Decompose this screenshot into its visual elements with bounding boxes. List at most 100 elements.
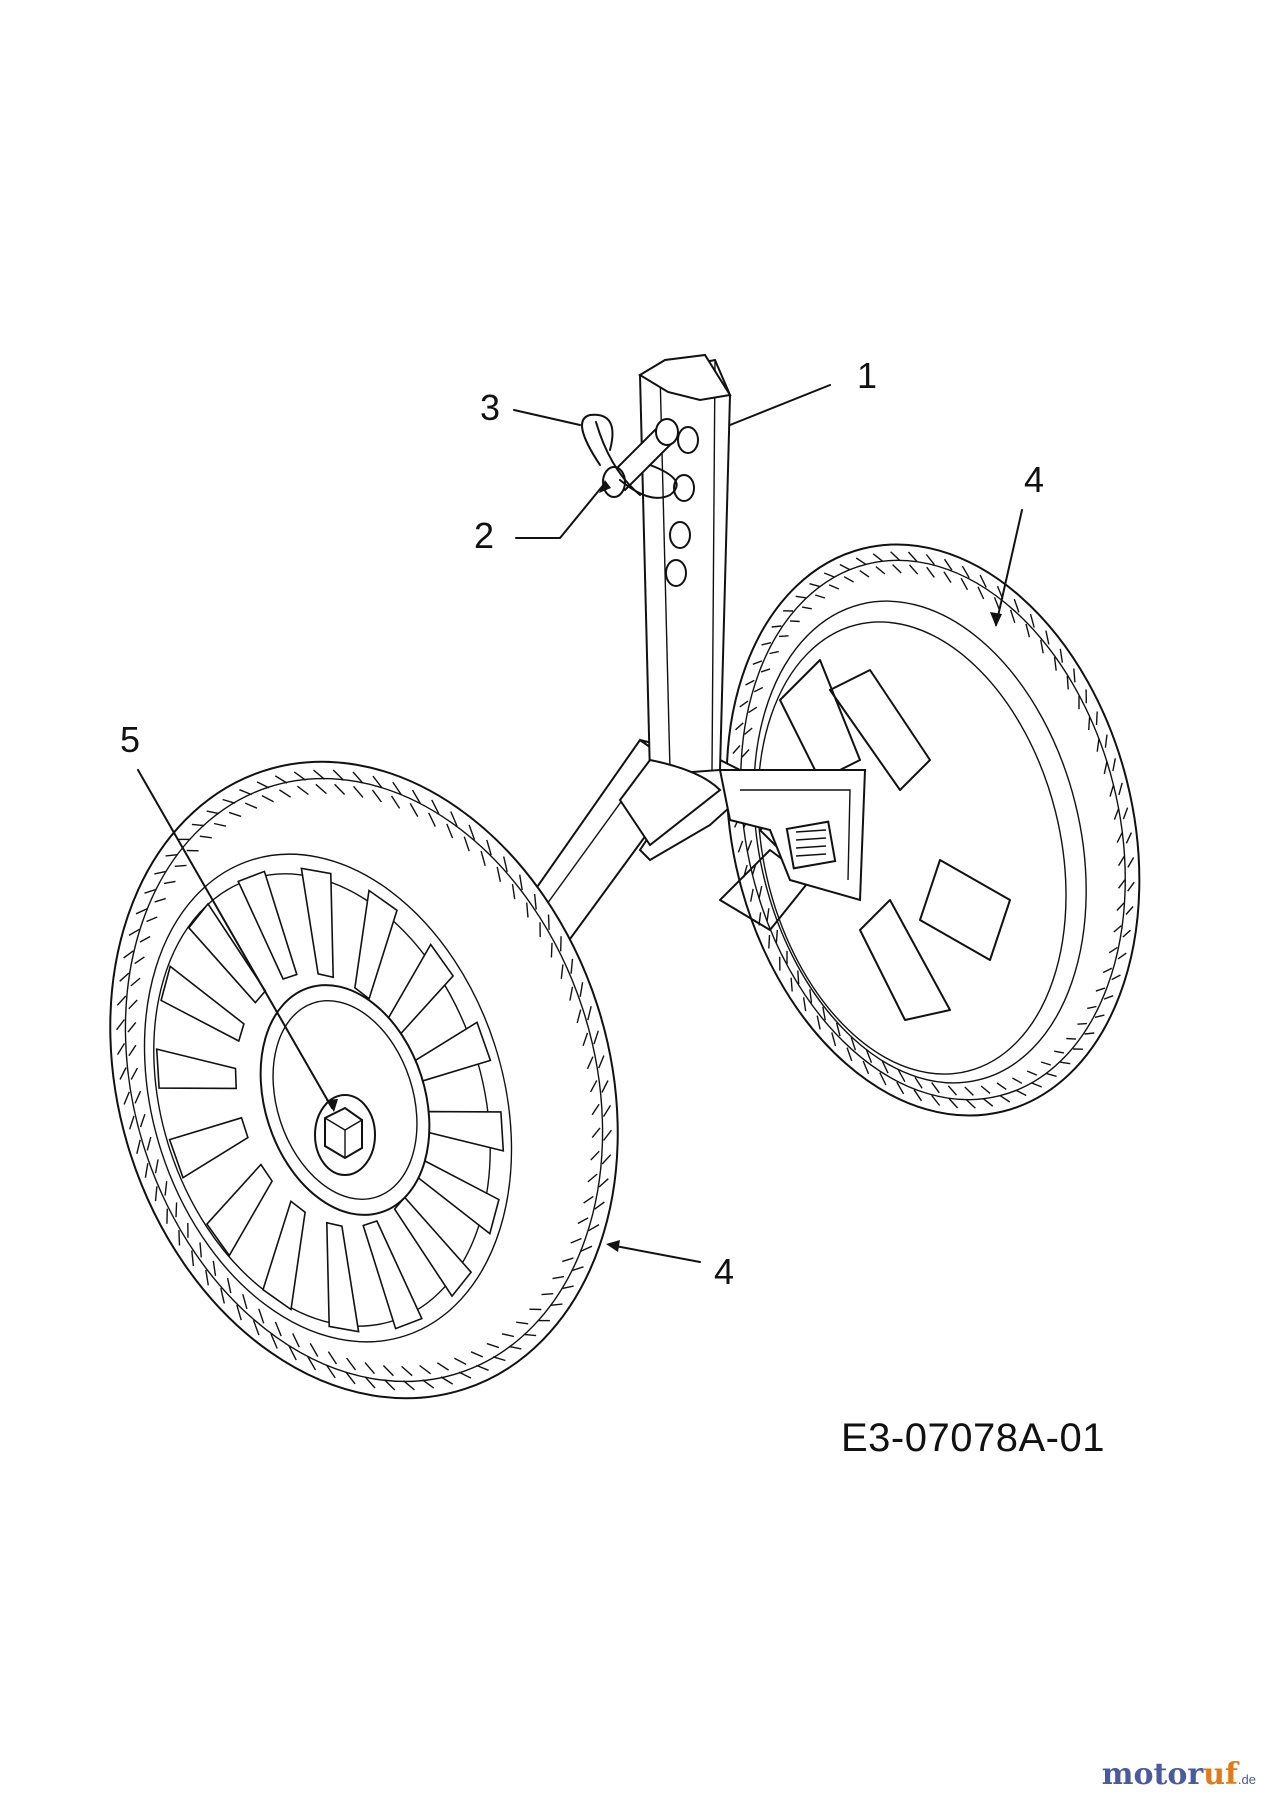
tread-lug — [593, 1030, 599, 1045]
tread-lug — [603, 1129, 612, 1141]
tread-lug — [594, 1201, 605, 1210]
tread-lug — [1113, 925, 1122, 933]
wheel-spoke — [393, 1196, 473, 1298]
tread-lug — [1118, 855, 1125, 866]
tread-lug — [931, 1094, 941, 1106]
tread-lug — [576, 1009, 582, 1024]
tread-lug — [1111, 974, 1121, 981]
tread-lug — [440, 1376, 454, 1385]
tread-lug — [212, 1260, 217, 1277]
tread-lug — [431, 799, 440, 815]
tread-lug — [795, 595, 806, 599]
tread-lug — [519, 874, 523, 891]
tread-lug — [144, 888, 157, 894]
tread-lug — [119, 972, 130, 982]
tread-lug — [1127, 881, 1135, 892]
tread-lug — [390, 795, 401, 809]
tread-lug — [1045, 630, 1050, 645]
wheel-spoke — [187, 902, 267, 1004]
wheel-spoke — [160, 965, 245, 1043]
tread-lug — [739, 700, 749, 708]
hairpin-clip — [581, 413, 678, 499]
tread-lug — [570, 958, 574, 974]
tread-lug — [533, 893, 537, 910]
tread-lug — [823, 572, 835, 578]
tread-lug — [790, 977, 793, 992]
tread-lug — [865, 1049, 873, 1063]
right-wheel — [719, 543, 1141, 1117]
tread-lug — [598, 1055, 605, 1069]
watermark-logo: motoruf.de — [1102, 1757, 1256, 1792]
tread-lug — [486, 839, 492, 856]
tread-lug — [274, 775, 288, 784]
tread-lug — [1088, 716, 1091, 731]
tread-lug — [1108, 946, 1118, 954]
tread-lug — [135, 908, 148, 915]
tread-lug — [744, 727, 753, 735]
tread-lug — [345, 1371, 356, 1385]
tread-lug — [752, 660, 763, 665]
arrowhead — [326, 1099, 338, 1112]
tread-lug — [1015, 1089, 1027, 1097]
tread-lug — [960, 577, 969, 591]
tread-lug — [134, 956, 145, 965]
tread-lug — [1053, 657, 1057, 671]
tread-lug — [296, 785, 309, 796]
tread-lug — [261, 794, 274, 803]
tread-lug — [846, 1047, 853, 1062]
tread-lug — [144, 1163, 149, 1178]
tread-lug — [583, 1195, 594, 1204]
tread-lug — [492, 1356, 506, 1362]
tread-lug — [601, 1080, 609, 1093]
wheel-spoke — [205, 1163, 274, 1257]
tread-lug — [403, 1380, 415, 1391]
tread-lug — [875, 566, 886, 575]
tread-lug — [789, 620, 800, 623]
tread-lug — [128, 928, 140, 937]
tread-lug — [371, 789, 382, 803]
tread-lug — [1059, 648, 1064, 663]
drawing-number: E3-07078A-01 — [841, 1416, 1105, 1460]
tread-lug — [1122, 807, 1129, 820]
tread-lug — [925, 554, 935, 566]
tread-lug — [737, 840, 744, 853]
tread-lug — [199, 1242, 202, 1258]
tread-lug — [879, 1072, 887, 1086]
tread-lug — [154, 1186, 158, 1202]
tread-lug — [746, 840, 753, 852]
tread-lug — [128, 999, 138, 1010]
tread-lug — [191, 823, 205, 827]
tread-lug — [996, 1082, 1007, 1090]
tread-lug — [980, 1085, 991, 1094]
tread-lug — [1125, 906, 1134, 915]
wheel-spoke — [155, 1048, 238, 1090]
tread-lug — [516, 1321, 529, 1325]
tread-lug — [242, 1294, 248, 1310]
tread-lug — [1084, 1032, 1095, 1035]
tread-lug — [1095, 987, 1106, 992]
tread-lug — [258, 1308, 265, 1324]
tread-lug — [326, 1364, 336, 1379]
tread-lug — [226, 1278, 232, 1294]
tread-lug — [1031, 1082, 1043, 1088]
tread-lug — [735, 722, 744, 731]
tread-lug — [401, 1365, 413, 1377]
tread-lug — [560, 964, 564, 979]
tread-lug — [897, 1069, 906, 1083]
tread-lug — [288, 1345, 297, 1361]
tread-lug — [775, 929, 778, 944]
tread-lug — [1122, 929, 1131, 938]
tread-lug — [191, 1250, 195, 1267]
tread-lug — [587, 1173, 598, 1183]
tread-lug — [178, 1230, 181, 1246]
tread-lug — [745, 679, 755, 686]
tread-lug — [809, 583, 820, 588]
tread-lug — [206, 810, 220, 815]
tread-lug — [590, 1150, 600, 1161]
tread-lug — [835, 1022, 841, 1037]
tread-lug — [993, 597, 1001, 611]
callout-2: 2 — [474, 515, 495, 556]
tread-lug — [409, 803, 419, 817]
tread-lug — [797, 970, 800, 985]
